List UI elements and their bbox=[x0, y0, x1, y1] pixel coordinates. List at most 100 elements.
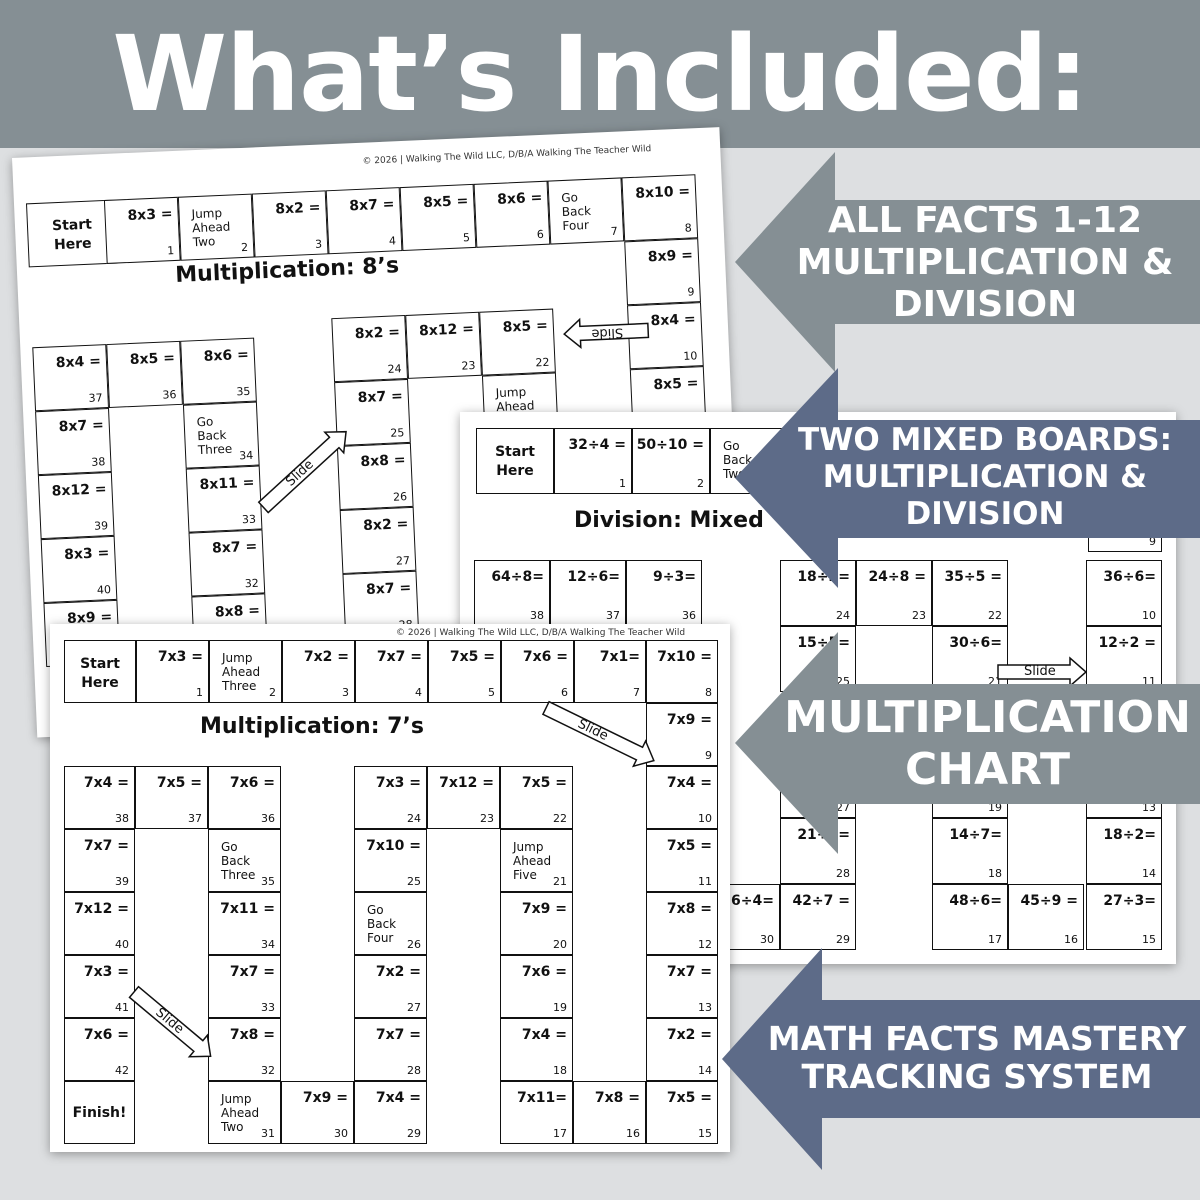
math-fact: 8x7 = bbox=[58, 417, 105, 436]
board-space: 7x3 =41 bbox=[64, 955, 135, 1018]
space-number: 14 bbox=[698, 1064, 712, 1077]
board-space: 7x3 =1 bbox=[136, 640, 209, 703]
board-space: 8x5 =22 bbox=[479, 308, 556, 376]
board-space: 7x4 =18 bbox=[500, 1018, 573, 1081]
board-space: 7x7 =33 bbox=[208, 955, 281, 1018]
math-fact: 64÷8= bbox=[491, 569, 544, 585]
board-space: 8x12 =39 bbox=[37, 471, 115, 540]
callout-line: ALL FACTS 1-12 bbox=[827, 200, 1143, 241]
space-number: 38 bbox=[91, 455, 106, 469]
space-number: 9 bbox=[705, 749, 712, 762]
space-number: 9 bbox=[1149, 535, 1156, 548]
math-fact: 7x5 = bbox=[449, 649, 495, 665]
board-space: 8x4 =37 bbox=[32, 344, 109, 412]
space-number: 37 bbox=[606, 609, 620, 622]
math-fact: 8x3 = bbox=[127, 206, 173, 225]
callout-arrow-shape bbox=[735, 368, 1200, 588]
board-space: 8x7 = 38 bbox=[35, 408, 112, 476]
board-space: 8x5 =36 bbox=[106, 340, 183, 409]
callout-line: CHART bbox=[904, 744, 1071, 795]
math-fact: 8x8 = bbox=[214, 602, 261, 621]
space-number: 16 bbox=[626, 1127, 640, 1140]
math-fact: 7x6 = bbox=[83, 1027, 129, 1043]
space-number: 28 bbox=[836, 867, 850, 880]
slide-arrow: Slide bbox=[540, 695, 660, 773]
board-space: 7x8 =16 bbox=[573, 1081, 646, 1144]
board-space: 7x7 =39 bbox=[64, 829, 135, 892]
board-space: 8x6 =35 bbox=[180, 337, 257, 405]
header-banner: What’s Included: bbox=[0, 0, 1200, 148]
board-space: 7x7 = 28 bbox=[354, 1018, 427, 1081]
space-number: 35 bbox=[236, 384, 251, 399]
board-space: 7x6 = 42 bbox=[64, 1018, 135, 1081]
math-fact: 48÷6= bbox=[949, 893, 1002, 909]
board-space: 7x4 =10 bbox=[646, 766, 718, 829]
math-fact: 8x5 = bbox=[653, 375, 699, 394]
callout-line: MULTIPLICATION & bbox=[822, 459, 1148, 495]
board-space: 7x5 =22 bbox=[500, 766, 573, 829]
slide-label: Slide bbox=[1024, 664, 1056, 679]
callout-line: DIVISION bbox=[905, 496, 1065, 532]
space-number: 32 bbox=[244, 576, 260, 591]
math-fact: 7x5 = bbox=[666, 838, 712, 854]
space-number: 28 bbox=[407, 1064, 421, 1077]
math-fact: 30÷6= bbox=[949, 635, 1002, 651]
board-space: 18÷2=14 bbox=[1086, 818, 1162, 884]
space-number: 38 bbox=[530, 609, 544, 622]
board-space: 7x3 =24 bbox=[354, 766, 427, 829]
callout-mixed-boards: TWO MIXED BOARDS: MULTIPLICATION & DIVIS… bbox=[735, 368, 1200, 588]
space-instruction: Go Back Three bbox=[221, 840, 256, 882]
space-number: 38 bbox=[115, 812, 129, 825]
board-space: 32÷4 =1 bbox=[554, 428, 632, 494]
space-label: Start Here bbox=[495, 444, 535, 479]
page-title: What’s Included: bbox=[112, 13, 1088, 135]
math-fact: 7x3 = bbox=[157, 649, 203, 665]
space-number: 23 bbox=[912, 609, 926, 622]
space-number: 27 bbox=[395, 554, 411, 568]
board-space: 7x6 =36 bbox=[208, 766, 281, 829]
arrow-right-icon bbox=[257, 430, 347, 514]
space-number: 5 bbox=[488, 686, 495, 699]
space-number: 27 bbox=[836, 801, 850, 814]
math-fact: 7x6 = bbox=[229, 775, 275, 791]
space-instruction: Jump Ahead bbox=[495, 384, 535, 415]
math-fact: 7x5 = bbox=[521, 775, 567, 791]
math-fact: 8x2 = bbox=[275, 199, 321, 218]
space-number: 42 bbox=[115, 1064, 129, 1077]
arrow-right-icon bbox=[997, 656, 1088, 688]
space-number: 23 bbox=[461, 358, 476, 373]
math-fact: 36÷6= bbox=[1103, 569, 1156, 585]
board-space: Finish! bbox=[64, 1081, 135, 1144]
callout-line: MULTIPLICATION bbox=[784, 692, 1191, 743]
board-space: 8x10 =8 bbox=[621, 174, 699, 242]
space-number: 8 bbox=[684, 221, 692, 235]
space-number: 15 bbox=[698, 1127, 712, 1140]
space-number: 37 bbox=[188, 812, 202, 825]
board-space: 7x5 =11 bbox=[646, 829, 718, 892]
space-number: 17 bbox=[553, 1127, 567, 1140]
math-fact: 8x11 = bbox=[199, 474, 255, 494]
board-space: 8x7 =32 bbox=[188, 529, 266, 597]
callout-line: MULTIPLICATION & bbox=[796, 242, 1174, 283]
board-space: 8x7 =4 bbox=[325, 187, 403, 255]
board-space: 30÷6=21 bbox=[932, 626, 1008, 692]
space-instruction: Go Back Four bbox=[367, 903, 397, 945]
callout-arrow-shape bbox=[735, 152, 1200, 372]
board-space: 7x12 =23 bbox=[427, 766, 500, 829]
board-space: 8x6 =6 bbox=[473, 180, 551, 248]
math-fact: 6÷4= bbox=[731, 893, 774, 909]
math-fact: 8x2 = bbox=[362, 516, 409, 535]
space-label: Finish! bbox=[72, 1105, 127, 1121]
space-number: 29 bbox=[836, 933, 850, 946]
space-number: 39 bbox=[115, 875, 129, 888]
space-number: 40 bbox=[115, 938, 129, 951]
math-fact: 8x3 = bbox=[63, 545, 110, 564]
arrow-right-icon bbox=[128, 985, 212, 1058]
callout-line: TRACKING SYSTEM bbox=[801, 1057, 1153, 1096]
board-space: 8x3 =1 bbox=[103, 196, 181, 264]
math-fact: 7x7 = bbox=[375, 1027, 421, 1043]
